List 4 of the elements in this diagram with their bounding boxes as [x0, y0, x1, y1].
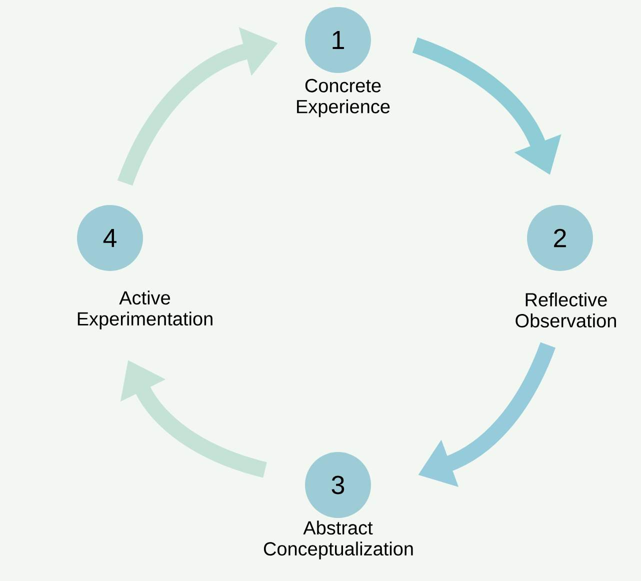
- stage-label: Concrete Experience: [297, 78, 390, 118]
- stage-label: Abstract Conceptualization: [264, 520, 413, 560]
- stage-label: Reflective Observation: [516, 292, 616, 328]
- stage-label: Active Experimentation: [78, 290, 212, 330]
